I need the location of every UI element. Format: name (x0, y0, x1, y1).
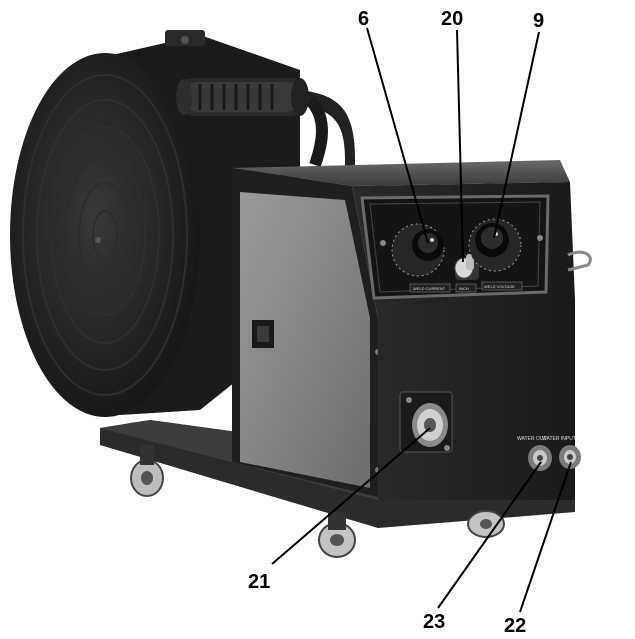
leader-22 (519, 461, 572, 613)
toggle-switch-icon[interactable] (454, 254, 479, 280)
callout-6: 6 (358, 8, 369, 30)
panel-labels: WELD CURRENT INCH WELD VOLTAGE (409, 281, 523, 293)
callout-21: 21 (248, 571, 270, 593)
label-water-input: WATER INPUT (542, 436, 576, 442)
cabinet-top (232, 160, 570, 186)
water-fitting-icon[interactable] (528, 445, 552, 471)
callout-9: 9 (533, 10, 544, 32)
callout-23: 23 (423, 611, 445, 633)
knob-icon[interactable] (391, 223, 445, 277)
leader-20 (456, 29, 464, 263)
cabinet-side (232, 168, 381, 497)
knob-icon[interactable] (468, 218, 522, 272)
label-inch: INCH (459, 286, 469, 291)
label-weld-voltage: WELD VOLTAGE (484, 284, 515, 289)
leader-lines (271, 27, 572, 613)
callout-20: 20 (441, 8, 463, 30)
label-water-out: WATER OUT (517, 436, 546, 442)
leader-9 (493, 31, 540, 239)
port-labels: WATER OUT WATER INPUT (517, 436, 576, 442)
wire-spool-icon (10, 30, 300, 417)
label-weld-current: WELD CURRENT (413, 286, 446, 291)
caster-wheel-icon (318, 512, 356, 558)
water-fitting-icon[interactable] (559, 445, 581, 469)
callout-22: 22 (504, 615, 526, 637)
leader-21 (271, 427, 431, 565)
leader-23 (437, 461, 542, 609)
leader-6 (366, 27, 429, 244)
caster-wheel-icon (130, 445, 164, 497)
torch-connector-icon[interactable] (399, 391, 453, 453)
cable-hook (567, 250, 592, 272)
handle-icon (176, 78, 355, 170)
caster-wheel-icon (467, 510, 505, 538)
